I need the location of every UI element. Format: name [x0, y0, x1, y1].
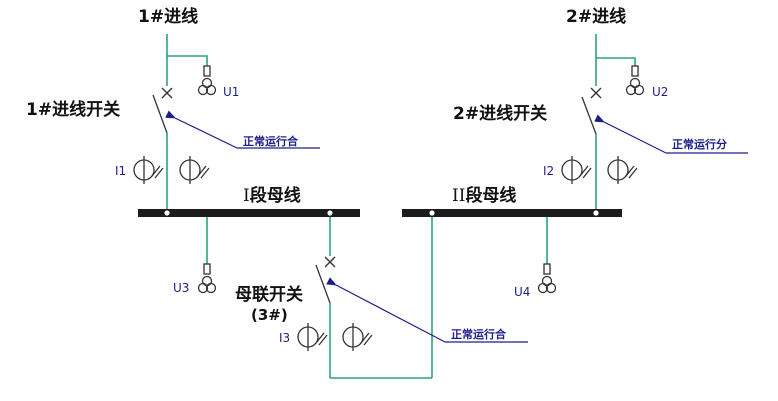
bus-2-label: II段母线 [452, 185, 516, 206]
u1-tap-wire [167, 55, 208, 66]
tie-switch-status-arrow [326, 277, 446, 343]
switch-2-status-arrow [594, 114, 667, 154]
tie-switch-number: (3#) [251, 306, 288, 324]
switch-1-status-arrow [165, 110, 238, 149]
vt-u2-symbol [625, 65, 645, 96]
i1-label: I1 [115, 164, 126, 178]
u3-label: U3 [173, 281, 189, 295]
tie-switch-status-note: 正常运行合 [451, 327, 507, 341]
switch-1-status-note: 正常运行合 [243, 134, 299, 148]
switch-2-status-note: 正常运行分 [672, 137, 727, 151]
ct-feeder-2-b-symbol [607, 156, 638, 184]
bus-2-feeder-joint [593, 210, 599, 216]
ct-i1-symbol [133, 156, 164, 184]
ct-i3-symbol [297, 323, 328, 351]
u4-label: U4 [514, 285, 530, 299]
vt-u3-symbol [197, 263, 217, 294]
tie-switch-x-mark [324, 256, 336, 268]
bus-2-prefix: II [452, 186, 465, 206]
bus-2-tie-joint [429, 210, 435, 216]
u2-label: U2 [652, 85, 668, 99]
bus-bar-1 [138, 209, 360, 217]
bus-1-suffix: 段母线 [250, 185, 301, 206]
bus-1-feeder-joint [164, 210, 170, 216]
u2-tap-wire [596, 57, 636, 66]
bus-1-prefix: I [243, 186, 250, 206]
i2-label: I2 [543, 164, 554, 178]
tie-switch-label: 母联开关 [235, 284, 303, 305]
switch-2-x-mark [590, 87, 602, 99]
i3-label: I3 [279, 331, 290, 345]
switch-2-label: 2#进线开关 [453, 103, 547, 124]
tie-switch-blade [315, 264, 331, 304]
switch-1-x-mark [161, 87, 173, 99]
bus-1-tie-joint [327, 210, 333, 216]
switch-2-blade [581, 96, 597, 135]
ct-i2-symbol [561, 156, 592, 184]
ct-feeder-1-b-symbol [179, 156, 210, 184]
vt-u4-symbol [537, 263, 557, 294]
bus-2-suffix: 段母线 [465, 185, 516, 206]
switch-1-label: 1#进线开关 [26, 99, 120, 120]
vt-u1-symbol [197, 65, 217, 96]
incoming-2-label: 2#进线 [566, 6, 626, 27]
ct-tie-b-symbol [342, 323, 373, 351]
u1-label: U1 [223, 85, 239, 99]
bus-1-label: I段母线 [243, 185, 301, 206]
switch-1-blade [152, 94, 168, 134]
bus-bar-2 [402, 209, 622, 217]
incoming-1-label: 1#进线 [138, 6, 198, 27]
